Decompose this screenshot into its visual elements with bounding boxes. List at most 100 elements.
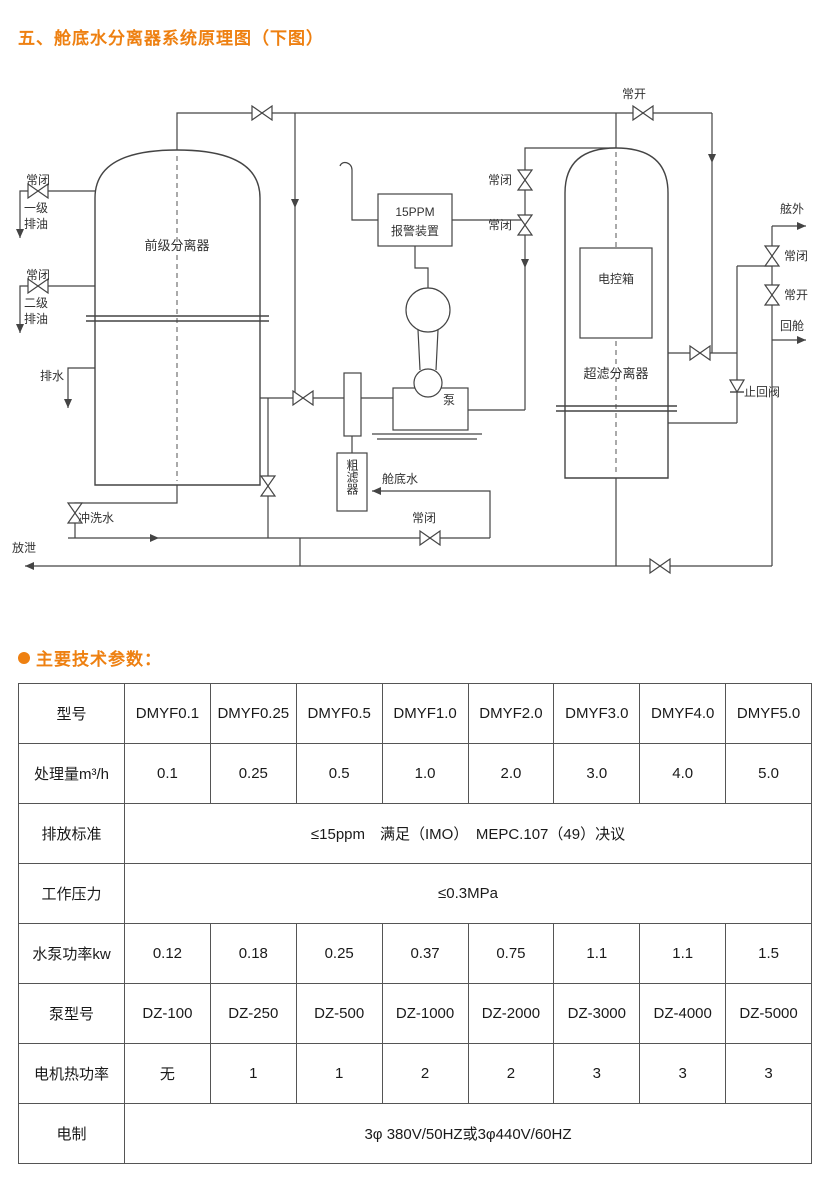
table-row-working-pressure: 工作压力 ≤0.3MPa <box>18 863 812 924</box>
table-cell: 1 <box>209 1043 297 1104</box>
table-cell: 0.1 <box>124 743 211 804</box>
pipe-network <box>19 112 806 567</box>
table-cell: DMYF0.1 <box>124 683 211 744</box>
label-return-to-cabin: 回舱 <box>780 319 804 333</box>
table-cell: 0.25 <box>295 923 383 984</box>
label-first-stage-oil: 一级排油 <box>24 201 49 231</box>
table-cell: 1 <box>295 1043 383 1104</box>
row-header: 工作压力 <box>18 863 125 924</box>
valve-icon <box>251 105 273 121</box>
label-alarm-line2: 报警装置 <box>391 223 439 238</box>
pre-separator-vessel: 前级分离器 <box>86 149 269 486</box>
row-header: 电制 <box>18 1103 125 1164</box>
row-header: 处理量m³/h <box>18 743 125 804</box>
table-cell: DZ-100 <box>124 983 211 1044</box>
pump-pulley <box>413 368 443 398</box>
label-normally-open: 常开 <box>784 288 808 302</box>
valve-icon <box>764 284 780 306</box>
label-alarm-line1: 15PPM <box>395 205 434 219</box>
label-ultra-separator: 超滤分离器 <box>583 366 648 381</box>
table-cell: DZ-2000 <box>467 983 555 1044</box>
table-cell: DMYF0.25 <box>209 683 297 744</box>
table-cell: DZ-1000 <box>381 983 469 1044</box>
table-cell: 3 <box>553 1043 641 1104</box>
system-schematic: 前级分离器 电控箱 超滤分离器 15PPM 报警装置 泵 粗滤器 <box>12 87 808 574</box>
table-row-model: 型号 DMYF0.1 DMYF0.25 DMYF0.5 DMYF1.0 DMYF… <box>18 683 812 744</box>
ultra-separator-vessel: 电控箱 超滤分离器 <box>556 147 677 479</box>
table-cell: 2 <box>467 1043 555 1104</box>
control-box <box>579 247 653 339</box>
table-cell: 0.25 <box>209 743 297 804</box>
table-cell: DMYF4.0 <box>639 683 727 744</box>
table-cell: DMYF3.0 <box>553 683 641 744</box>
valve-icon <box>260 475 276 497</box>
valve-icon <box>764 245 780 267</box>
pump-assembly: 泵 <box>392 287 469 431</box>
table-row-capacity: 处理量m³/h 0.1 0.25 0.5 1.0 2.0 3.0 4.0 5.0 <box>18 743 812 804</box>
label-normally-closed: 常闭 <box>412 511 436 525</box>
table-cell: DMYF2.0 <box>467 683 555 744</box>
label-drain-water: 排水 <box>40 369 64 383</box>
table-cell: DMYF0.5 <box>295 683 383 744</box>
specs-table-wrap: 型号 DMYF0.1 DMYF0.25 DMYF0.5 DMYF1.0 DMYF… <box>18 683 812 1164</box>
motor-pulley <box>405 287 451 333</box>
valve-icon <box>419 530 441 546</box>
table-cell: ≤15ppm 满足（IMO） MEPC.107（49）决议 <box>124 803 812 864</box>
label-pre-separator: 前级分离器 <box>144 238 209 253</box>
valve-icon <box>632 105 654 121</box>
table-cell: 1.1 <box>553 923 641 984</box>
table-row-motor-heat-power: 电机热功率 无 1 1 2 2 3 3 3 <box>18 1043 812 1104</box>
label-flush-water: 冲洗水 <box>78 510 114 525</box>
label-pump: 泵 <box>443 393 455 407</box>
table-cell: DZ-4000 <box>639 983 727 1044</box>
table-cell: DZ-3000 <box>553 983 641 1044</box>
page-title: 五、舱底水分离器系统原理图（下图） <box>18 29 324 48</box>
label-coarse-filter: 粗滤器 <box>345 459 359 496</box>
label-normally-closed: 常闭 <box>26 173 50 187</box>
table-cell: DZ-250 <box>209 983 297 1044</box>
table-cell: ≤0.3MPa <box>124 863 812 924</box>
table-cell: 5.0 <box>725 743 812 804</box>
params-heading: 主要技术参数： <box>18 645 162 670</box>
valve-icon <box>292 390 314 406</box>
table-row-pump-power: 水泵功率kw 0.12 0.18 0.25 0.37 0.75 1.1 1.1 … <box>18 923 812 984</box>
table-cell: 2 <box>381 1043 469 1104</box>
coarse-filter-box <box>336 452 368 512</box>
table-row-discharge-standard: 排放标准 ≤15ppm 满足（IMO） MEPC.107（49）决议 <box>18 803 812 864</box>
table-cell: DMYF5.0 <box>725 683 812 744</box>
table-cell: 0.5 <box>295 743 383 804</box>
table-cell: 3.0 <box>553 743 641 804</box>
row-header: 电机热功率 <box>18 1043 125 1104</box>
label-normally-closed: 常闭 <box>488 173 512 187</box>
label-overboard: 舷外 <box>780 201 804 216</box>
table-row-pump-model: 泵型号 DZ-100 DZ-250 DZ-500 DZ-1000 DZ-2000… <box>18 983 812 1044</box>
table-cell: DZ-500 <box>295 983 383 1044</box>
table-cell: 0.37 <box>381 923 469 984</box>
specs-table: 型号 DMYF0.1 DMYF0.25 DMYF0.5 DMYF1.0 DMYF… <box>18 683 812 1164</box>
table-cell: 4.0 <box>639 743 727 804</box>
table-cell: 0.12 <box>124 923 211 984</box>
valve-icon <box>649 558 671 574</box>
row-header: 泵型号 <box>18 983 125 1044</box>
row-header: 水泵功率kw <box>18 923 125 984</box>
label-normally-closed: 常闭 <box>26 268 50 282</box>
label-bilge-water: 舱底水 <box>382 471 418 486</box>
label-normally-open: 常开 <box>622 87 646 101</box>
valve-icon <box>517 169 533 191</box>
label-normally-closed: 常闭 <box>488 218 512 232</box>
row-header: 排放标准 <box>18 803 125 864</box>
row-header: 型号 <box>18 683 125 744</box>
table-cell: DZ-5000 <box>725 983 812 1044</box>
alarm-device-box: 15PPM 报警装置 <box>377 193 453 247</box>
table-cell: 3 <box>639 1043 727 1104</box>
bullet-icon <box>18 651 30 664</box>
table-cell: 无 <box>124 1043 211 1104</box>
label-vent-drain: 放泄 <box>12 540 36 555</box>
check-valve-icon <box>728 379 746 394</box>
label-check-valve: 止回阀 <box>744 385 780 399</box>
table-cell: 1.1 <box>639 923 727 984</box>
label-control-box: 电控箱 <box>598 271 634 286</box>
table-row-electric-system: 电制 3φ 380V/50HZ或3φ440V/60HZ <box>18 1103 812 1164</box>
label-second-stage-oil: 二级排油 <box>24 296 49 326</box>
valve-icon <box>517 214 533 236</box>
